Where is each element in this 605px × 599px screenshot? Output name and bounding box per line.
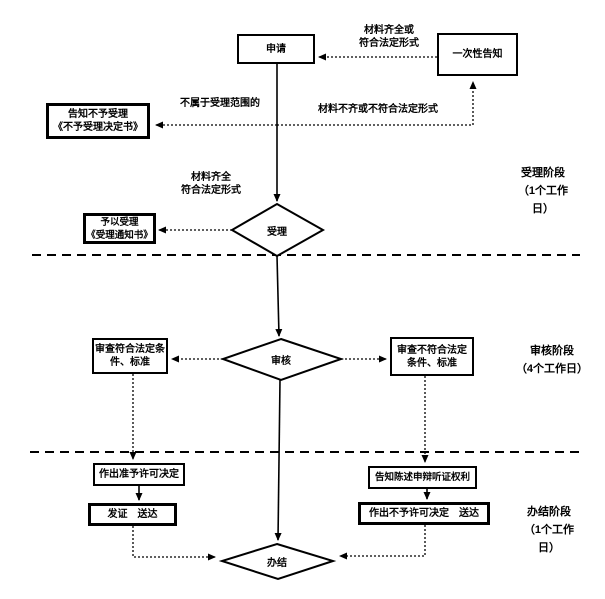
edge-label-out-of-scope: 不属于受理范围的	[180, 98, 260, 109]
diamond-close-label: 办结	[267, 557, 287, 569]
node-deny-decision: 作出不予许可决定 送达	[358, 502, 490, 525]
node-one-time-notice: 一次性告知	[437, 33, 518, 76]
flow-accept-to-review	[275, 255, 283, 337]
node-reject-notice: 告知不予受理 《不予受理决定书》	[46, 103, 150, 139]
flow-to-one-time-notice	[277, 81, 477, 126]
flow-deny-to-close	[339, 525, 426, 560]
edge-label-complete: 材料齐全 符合法定形式	[181, 172, 241, 196]
node-hearing-rights: 告知陈述申辩听证权利	[368, 466, 477, 489]
node-apply: 申请	[237, 34, 315, 64]
stage-label-acceptance: 受理阶段 （1个工作 日）	[517, 167, 569, 215]
node-review-fail: 审查不符合法定 条件、标准	[390, 337, 474, 376]
node-grant-decision: 作出准予许可决定	[93, 463, 185, 486]
diamond-review	[219, 337, 345, 382]
node-review-pass: 审查符合法定条 件、标准	[92, 338, 168, 374]
edge-label-resubmit: 材料齐全或 符合法定形式	[359, 25, 419, 49]
stage-label-review: 审核阶段 （4个工作日）	[515, 345, 589, 375]
diamond-accept-label: 受理	[267, 226, 287, 238]
stage-label-completion: 办结阶段 （1个工作 日）	[523, 506, 575, 554]
flow-issue-to-close	[132, 526, 216, 561]
flow-review-to-close	[274, 379, 282, 541]
diamond-review-label: 审核	[271, 355, 291, 367]
node-issue-deliver: 发证 送达	[88, 503, 177, 526]
edge-label-incomplete: 材料不齐或不符合法定形式	[318, 104, 438, 115]
diamond-close	[218, 542, 337, 581]
node-accept-notice: 予以受理 《受理通知书》	[83, 213, 156, 244]
diamond-accept	[230, 202, 326, 258]
